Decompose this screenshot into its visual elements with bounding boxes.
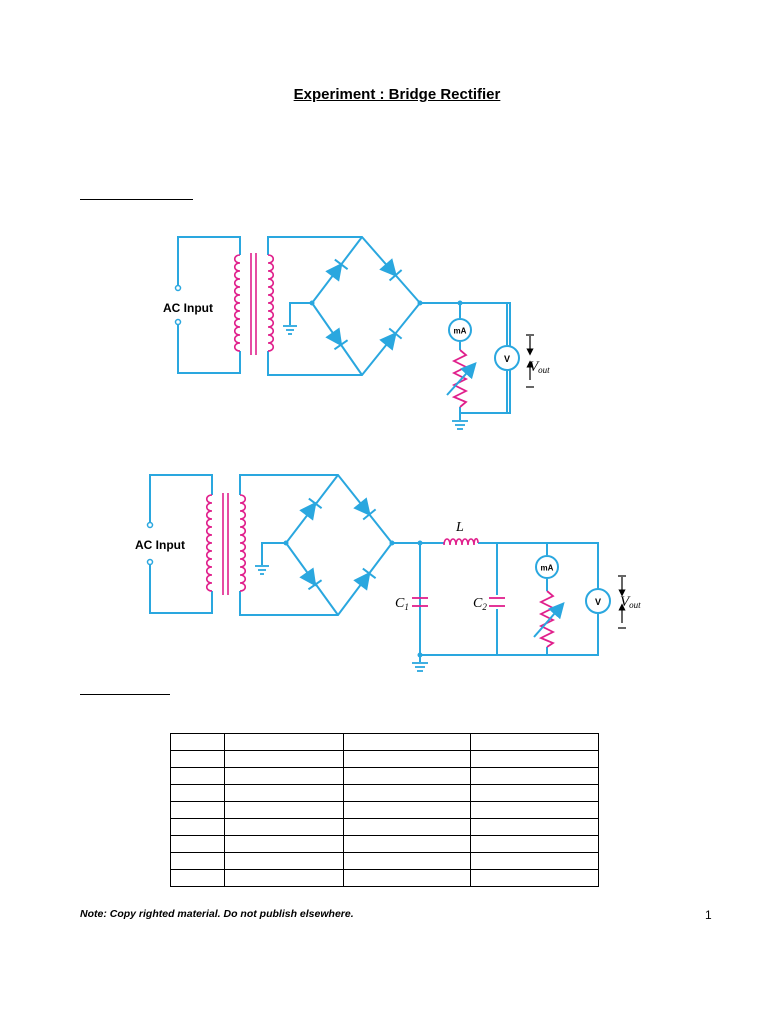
c2-label: C2 — [473, 596, 487, 612]
table-cell[interactable] — [224, 818, 344, 836]
table-row — [170, 869, 599, 887]
table-cell[interactable] — [224, 835, 344, 853]
ammeter-icon — [448, 318, 472, 342]
voltmeter-icon — [585, 588, 611, 614]
table-row — [170, 852, 599, 870]
terminal-icon — [146, 558, 154, 566]
ground-icon — [452, 420, 468, 430]
table-cell[interactable] — [170, 733, 225, 751]
table-row — [170, 767, 599, 785]
table-row — [170, 818, 599, 836]
table-cell[interactable] — [470, 835, 599, 853]
transformer-icon — [233, 253, 275, 355]
table-cell[interactable] — [470, 869, 599, 887]
table-cell[interactable] — [470, 733, 599, 751]
table-row — [170, 750, 599, 768]
table-cell[interactable] — [170, 835, 225, 853]
wires — [149, 474, 599, 662]
table-cell[interactable] — [343, 835, 471, 853]
voltmeter-label: V — [595, 597, 601, 607]
vout-label: Vout — [620, 594, 641, 610]
diode-bridge — [325, 258, 403, 351]
table-cell[interactable] — [343, 750, 471, 768]
copyright-note: Note: Copy righted material. Do not publ… — [80, 908, 354, 920]
table-cell[interactable] — [470, 767, 599, 785]
c1-label: C1 — [395, 596, 409, 612]
rheostat-icon — [533, 590, 565, 648]
circuit-diagram-1: AC Input mA V Vout — [0, 225, 768, 440]
table-cell[interactable] — [170, 869, 225, 887]
ac-input-label: AC Input — [135, 538, 185, 552]
table-cell[interactable] — [170, 818, 225, 836]
table-cell[interactable] — [343, 733, 471, 751]
table-cell[interactable] — [224, 869, 344, 887]
table-cell[interactable] — [343, 818, 471, 836]
table-cell[interactable] — [343, 767, 471, 785]
inductor-label: L — [455, 520, 464, 535]
table-row — [170, 835, 599, 853]
table-cell[interactable] — [470, 784, 599, 802]
observation-table — [170, 733, 599, 887]
table-cell[interactable] — [224, 733, 344, 751]
table-cell[interactable] — [470, 818, 599, 836]
diode-icon — [299, 497, 323, 521]
ammeter-label: mA — [541, 564, 554, 573]
diode-bridge — [299, 497, 377, 591]
page-title: Experiment : Bridge Rectifier — [293, 86, 501, 103]
table-row — [170, 784, 599, 802]
terminal-icon — [174, 284, 182, 292]
ground-icon — [412, 662, 428, 672]
table-cell[interactable] — [224, 784, 344, 802]
inductor-icon — [443, 537, 479, 546]
table-cell[interactable] — [170, 852, 225, 870]
diode-icon — [353, 567, 377, 591]
ac-input-label: AC Input — [163, 301, 213, 315]
table-cell[interactable] — [170, 767, 225, 785]
voltmeter-icon — [494, 345, 520, 371]
vout-arrow-icon — [618, 575, 626, 629]
ground-icon — [283, 325, 297, 335]
capacitor-c1-icon — [412, 597, 428, 607]
ground-icon — [255, 565, 269, 575]
table-cell[interactable] — [470, 801, 599, 819]
table-cell[interactable] — [343, 869, 471, 887]
table-cell[interactable] — [170, 784, 225, 802]
diode-icon — [379, 327, 403, 351]
diode-icon — [299, 567, 323, 591]
table-cell[interactable] — [170, 801, 225, 819]
section-heading-underline — [80, 199, 193, 200]
table-cell[interactable] — [470, 852, 599, 870]
ammeter-icon — [535, 555, 559, 579]
table-cell[interactable] — [224, 767, 344, 785]
diode-icon — [325, 327, 349, 351]
capacitor-c2-icon — [489, 597, 505, 607]
table-row — [170, 801, 599, 819]
table-cell[interactable] — [224, 801, 344, 819]
table-cell[interactable] — [224, 750, 344, 768]
page-number: 1 — [705, 908, 712, 922]
table-row — [170, 733, 599, 751]
rheostat-icon — [446, 349, 477, 408]
table-cell[interactable] — [343, 784, 471, 802]
table-cell[interactable] — [470, 750, 599, 768]
table-cell[interactable] — [343, 852, 471, 870]
diode-icon — [325, 258, 349, 282]
diode-icon — [353, 497, 377, 521]
transformer-icon — [205, 493, 247, 595]
circuit-diagram-2: AC Input L C1 C2 mA — [0, 465, 768, 690]
section-heading-underline — [80, 694, 170, 695]
ammeter-label: mA — [454, 327, 467, 336]
vout-label: Vout — [529, 359, 550, 375]
table-cell[interactable] — [343, 801, 471, 819]
voltmeter-label: V — [504, 354, 510, 364]
table-cell[interactable] — [224, 852, 344, 870]
diode-icon — [379, 258, 403, 282]
table-cell[interactable] — [170, 750, 225, 768]
terminal-icon — [146, 521, 154, 529]
vout-arrow-icon — [526, 334, 534, 388]
terminal-icon — [174, 318, 182, 326]
